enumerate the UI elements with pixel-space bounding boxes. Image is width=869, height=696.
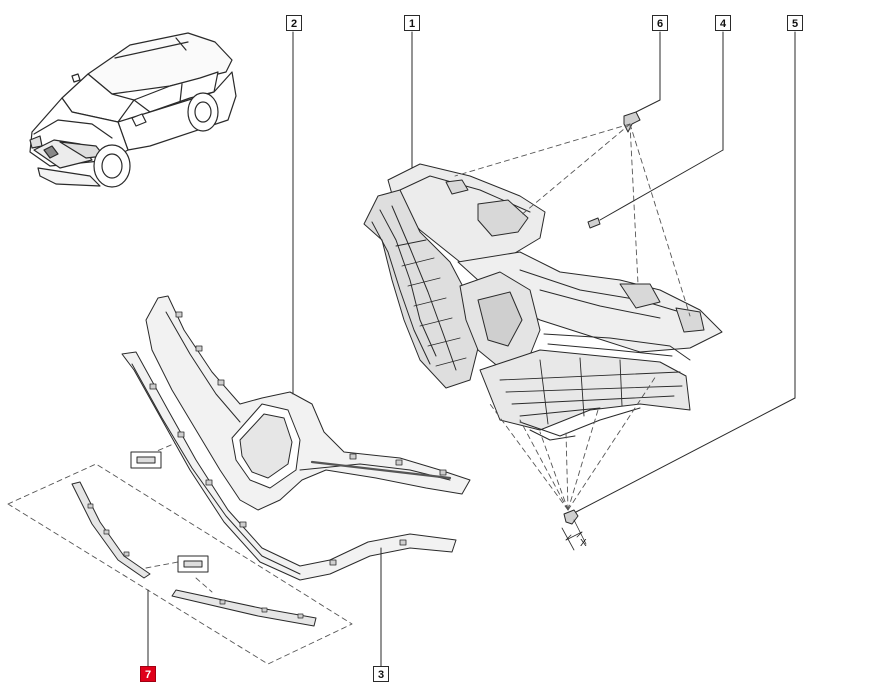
grille-carrier [363,163,723,441]
clip-part-6 [623,111,641,133]
callout-1: 1 [404,15,420,31]
leader-lines [147,31,796,667]
assembly-lines [145,123,691,593]
callout-7: 7 [140,666,156,682]
callout-2: 2 [286,15,302,31]
trim-kit-part-7 [7,463,353,665]
upper-chrome-frame [145,295,471,511]
callout-4: 4 [715,15,731,31]
clip-holes [130,451,209,573]
callout-3: 3 [373,666,389,682]
callout-6: 6 [652,15,668,31]
lower-chrome-strip [121,351,457,581]
screw-part-4 [587,217,601,229]
vehicle-thumbnail [29,32,237,188]
dimension-label: X [580,538,587,549]
callout-5: 5 [787,15,803,31]
dimension-x [561,519,587,551]
